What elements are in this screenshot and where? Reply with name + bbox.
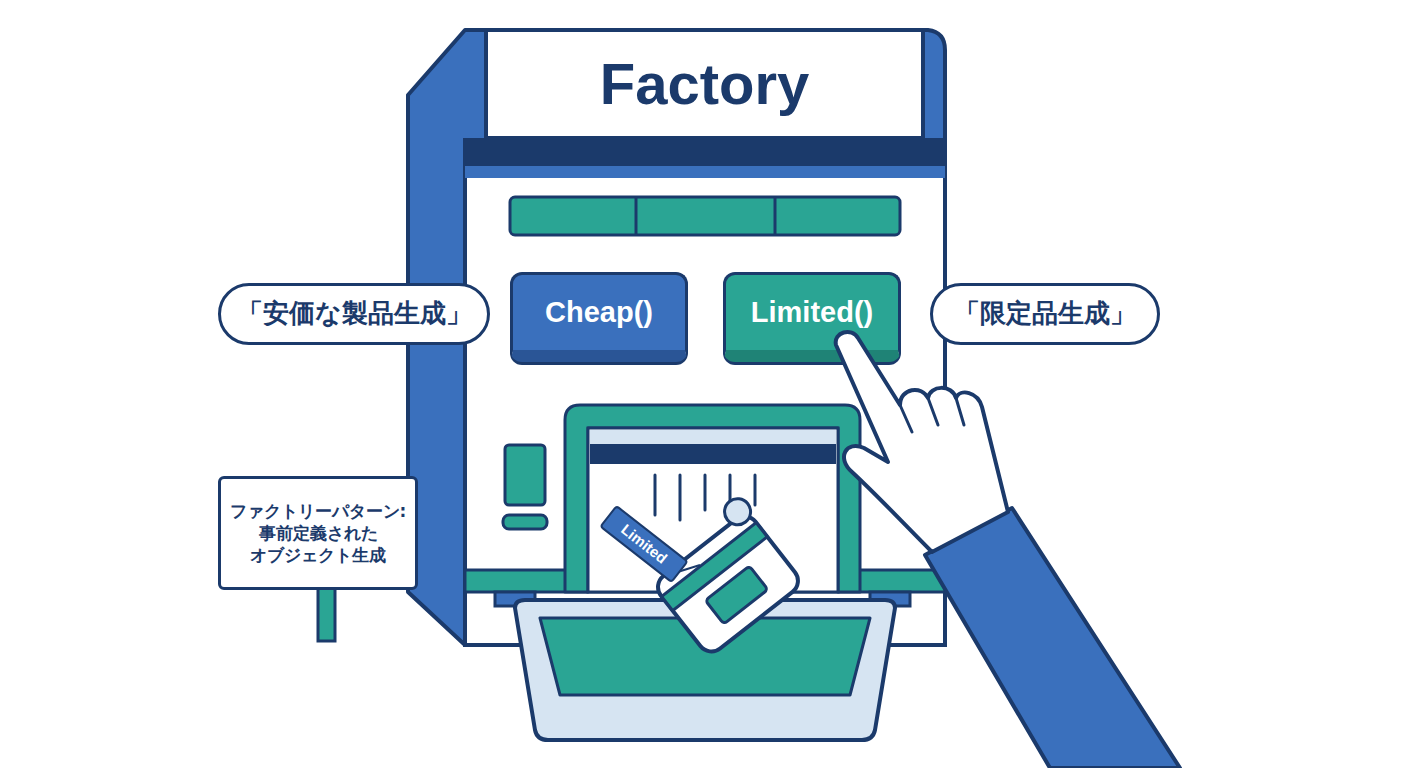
cheap-button: Cheap() xyxy=(510,272,688,362)
display-divider xyxy=(774,197,777,235)
pattern-sign: ファクトリーパターン: 事前定義された オブジェクト生成 xyxy=(218,476,418,590)
finger-lines xyxy=(900,398,964,432)
node-text: ファクトリーパターン: 事前定義された オブジェクト生成 xyxy=(225,500,411,566)
limited-button: Limited() xyxy=(723,272,901,362)
side-indicator xyxy=(503,515,547,529)
side-indicator xyxy=(505,445,545,505)
machine-front xyxy=(465,140,945,645)
sleeve xyxy=(925,508,1180,768)
slot-shadow xyxy=(590,444,836,464)
product-tag: Limited xyxy=(599,505,689,584)
node-text: Cheap() xyxy=(545,294,653,332)
node-text: Limited xyxy=(617,520,671,568)
factory-sign: Factory xyxy=(484,28,925,140)
node-text: Factory xyxy=(600,46,810,121)
node-text: 「安価な製品生成」 xyxy=(237,297,472,331)
sign-post xyxy=(318,585,335,641)
speech-bubble: 「限定品生成」 xyxy=(930,283,1160,345)
node-text: Limited() xyxy=(751,294,873,332)
header-band xyxy=(465,140,945,178)
header-band-lower xyxy=(465,166,945,178)
speech-bubble: 「安価な製品生成」 xyxy=(218,283,490,345)
display-bar xyxy=(510,197,900,235)
slot-lip xyxy=(590,430,836,444)
display-divider xyxy=(635,197,638,235)
hand xyxy=(836,332,1008,552)
node-text: 「限定品生成」 xyxy=(954,297,1136,331)
